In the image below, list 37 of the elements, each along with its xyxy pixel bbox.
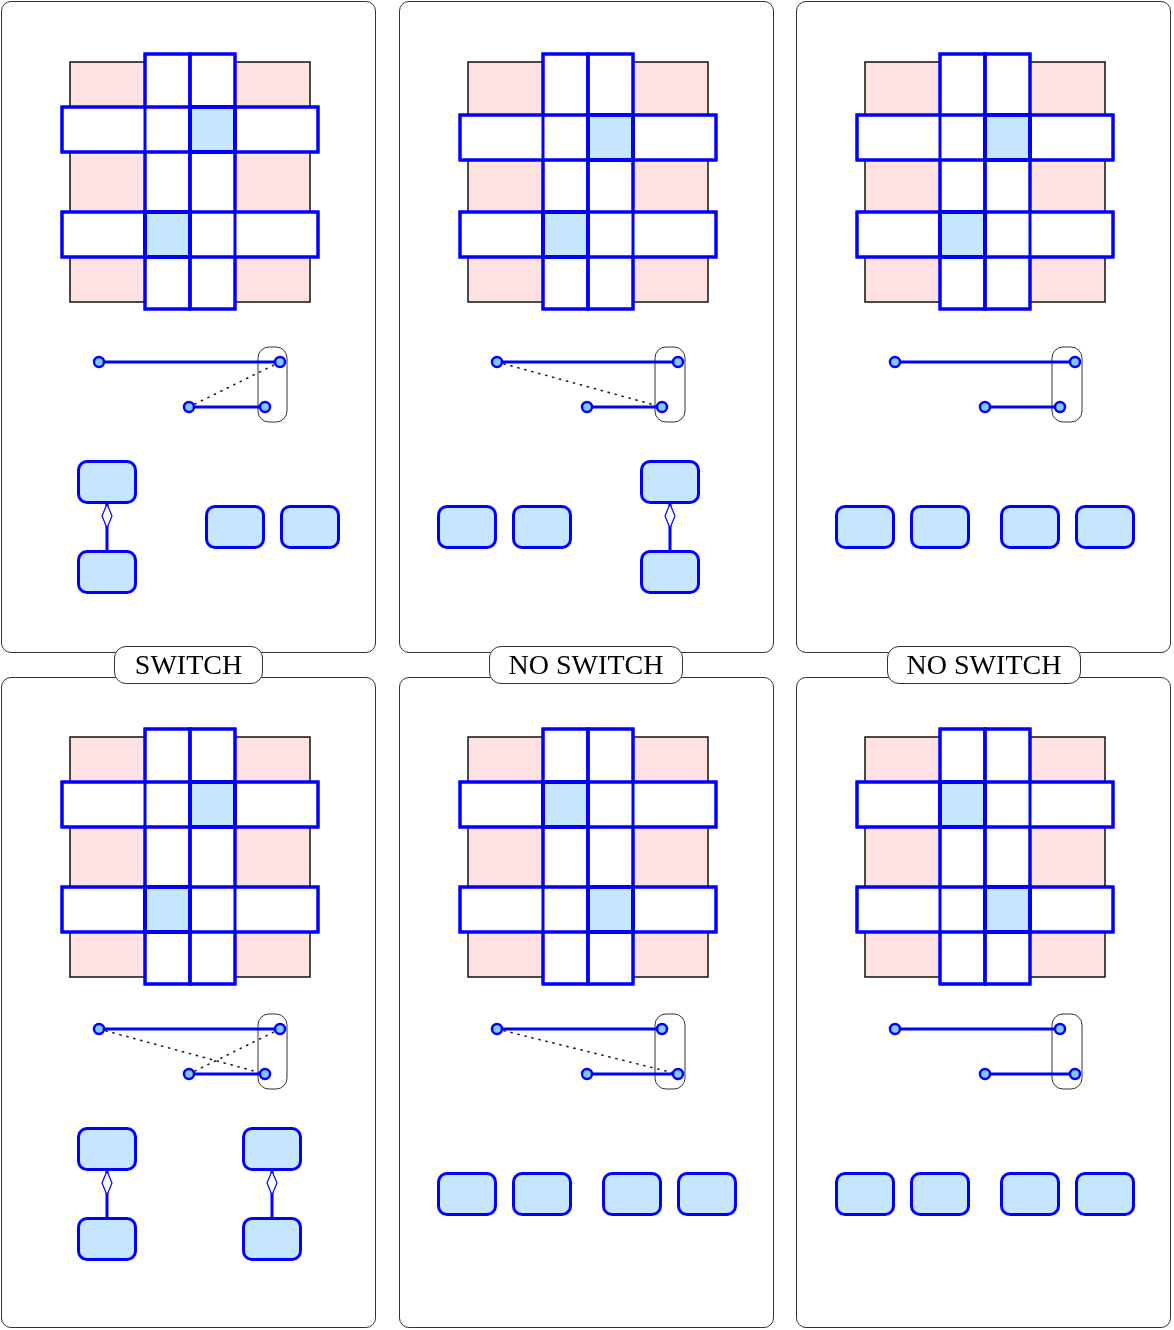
node-box bbox=[1075, 505, 1135, 549]
panel-card bbox=[796, 1, 1171, 653]
node-box bbox=[1075, 1172, 1135, 1216]
node-box bbox=[280, 505, 340, 549]
node-box bbox=[640, 460, 700, 504]
aggregation-connector bbox=[101, 1170, 113, 1217]
node-box bbox=[77, 1217, 137, 1261]
node-box bbox=[242, 1127, 302, 1171]
node-box bbox=[835, 505, 895, 549]
node-box bbox=[77, 1127, 137, 1171]
panel-card bbox=[399, 677, 774, 1328]
panel-card bbox=[1, 677, 376, 1328]
aggregation-connector bbox=[266, 1170, 278, 1217]
node-box bbox=[512, 505, 572, 549]
node-box bbox=[77, 550, 137, 594]
node-box bbox=[437, 505, 497, 549]
node-box bbox=[910, 1172, 970, 1216]
node-box bbox=[835, 1172, 895, 1216]
node-box bbox=[242, 1217, 302, 1261]
aggregation-connector bbox=[664, 503, 676, 550]
node-box bbox=[512, 1172, 572, 1216]
aggregation-connector bbox=[101, 503, 113, 550]
label-box: SWITCH bbox=[114, 646, 263, 684]
node-box bbox=[437, 1172, 497, 1216]
node-box bbox=[602, 1172, 662, 1216]
node-box bbox=[77, 460, 137, 504]
label-box: NO SWITCH bbox=[887, 646, 1081, 684]
node-box bbox=[1000, 505, 1060, 549]
panel-card bbox=[399, 1, 774, 653]
label-box: NO SWITCH bbox=[489, 646, 683, 684]
node-box bbox=[205, 505, 265, 549]
panel-card bbox=[796, 677, 1171, 1328]
node-box bbox=[1000, 1172, 1060, 1216]
node-box bbox=[910, 505, 970, 549]
node-box bbox=[677, 1172, 737, 1216]
panel-card bbox=[1, 1, 376, 653]
node-box bbox=[640, 550, 700, 594]
